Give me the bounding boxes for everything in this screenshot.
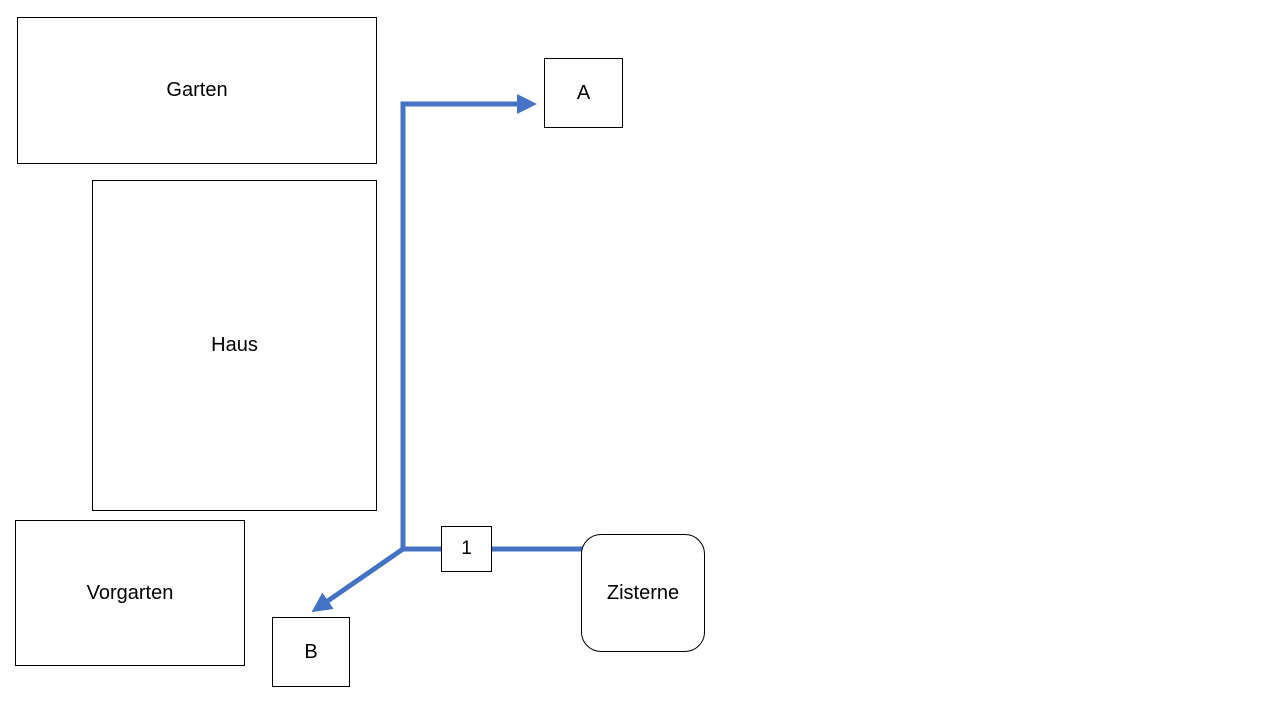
outlet-a-label: A [576, 81, 591, 104]
area-garten: Garten [17, 17, 377, 164]
outlet-b: B [272, 617, 350, 687]
area-haus: Haus [92, 180, 377, 511]
pipe-junction-to-b [311, 546, 405, 613]
area-vorgarten: Vorgarten [15, 520, 245, 666]
area-vorgarten-label: Vorgarten [86, 581, 174, 604]
valve-1-label: 1 [461, 538, 472, 559]
valve-1: 1 [441, 526, 492, 572]
pipe-junction-to-a [400, 94, 537, 551]
outlet-b-label: B [304, 640, 318, 663]
area-haus-label: Haus [211, 334, 258, 356]
cistern-label: Zisterne [606, 581, 680, 604]
cistern: Zisterne [581, 534, 705, 652]
outlet-a: A [544, 58, 623, 128]
area-garten-label: Garten [166, 79, 228, 101]
